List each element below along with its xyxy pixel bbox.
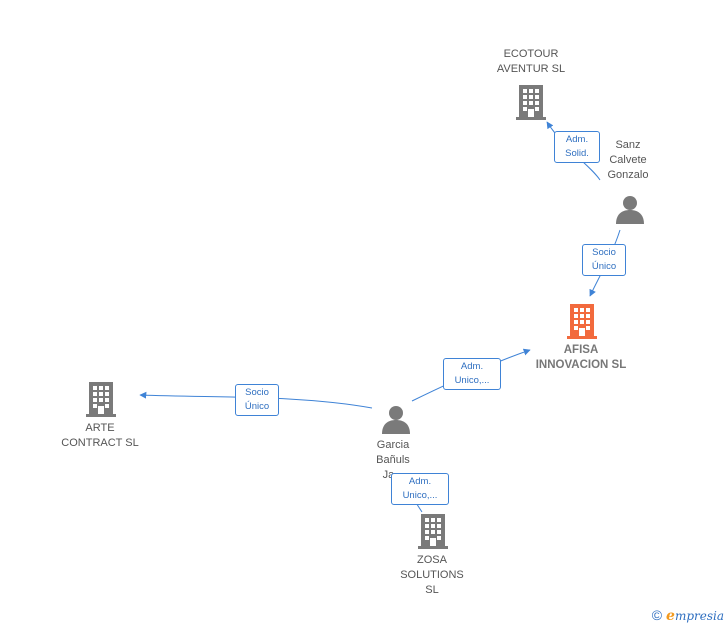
edge-label-socio-unico-arte: Socio Único [235,384,279,416]
empresia-credit[interactable]: ©empresia [652,607,724,624]
edge-label-adm-unico-afisa: Adm. Unico,... [443,358,501,390]
sanz-label[interactable]: Sanz Calvete Gonzalo [607,139,649,181]
zosa-label[interactable]: ZOSA SOLUTIONS SL [400,554,464,596]
arte-label[interactable]: ARTE CONTRACT SL [61,422,139,449]
edge-label-adm-unico-zosa: Adm. Unico,... [391,473,449,505]
arte-building-icon[interactable] [86,382,116,417]
brand-name: mpresia [674,609,724,623]
afisa-label[interactable]: AFISA INNOVACION SL [535,344,627,371]
sanz-person-icon[interactable] [616,196,644,224]
zosa-building-icon[interactable] [418,514,448,549]
ecotour-label[interactable]: ECOTOUR AVENTUR SL [496,48,566,75]
edge-label-socio-unico-afisa: Socio Único [582,244,626,276]
brand-initial: e [666,608,675,624]
afisa-building-icon[interactable] [567,304,597,339]
copyright-icon: © [651,607,663,623]
edge-label-adm-solid: Adm. Solid. [554,131,600,163]
garcia-person-icon[interactable] [382,406,410,434]
ecotour-building-icon[interactable] [516,85,546,120]
